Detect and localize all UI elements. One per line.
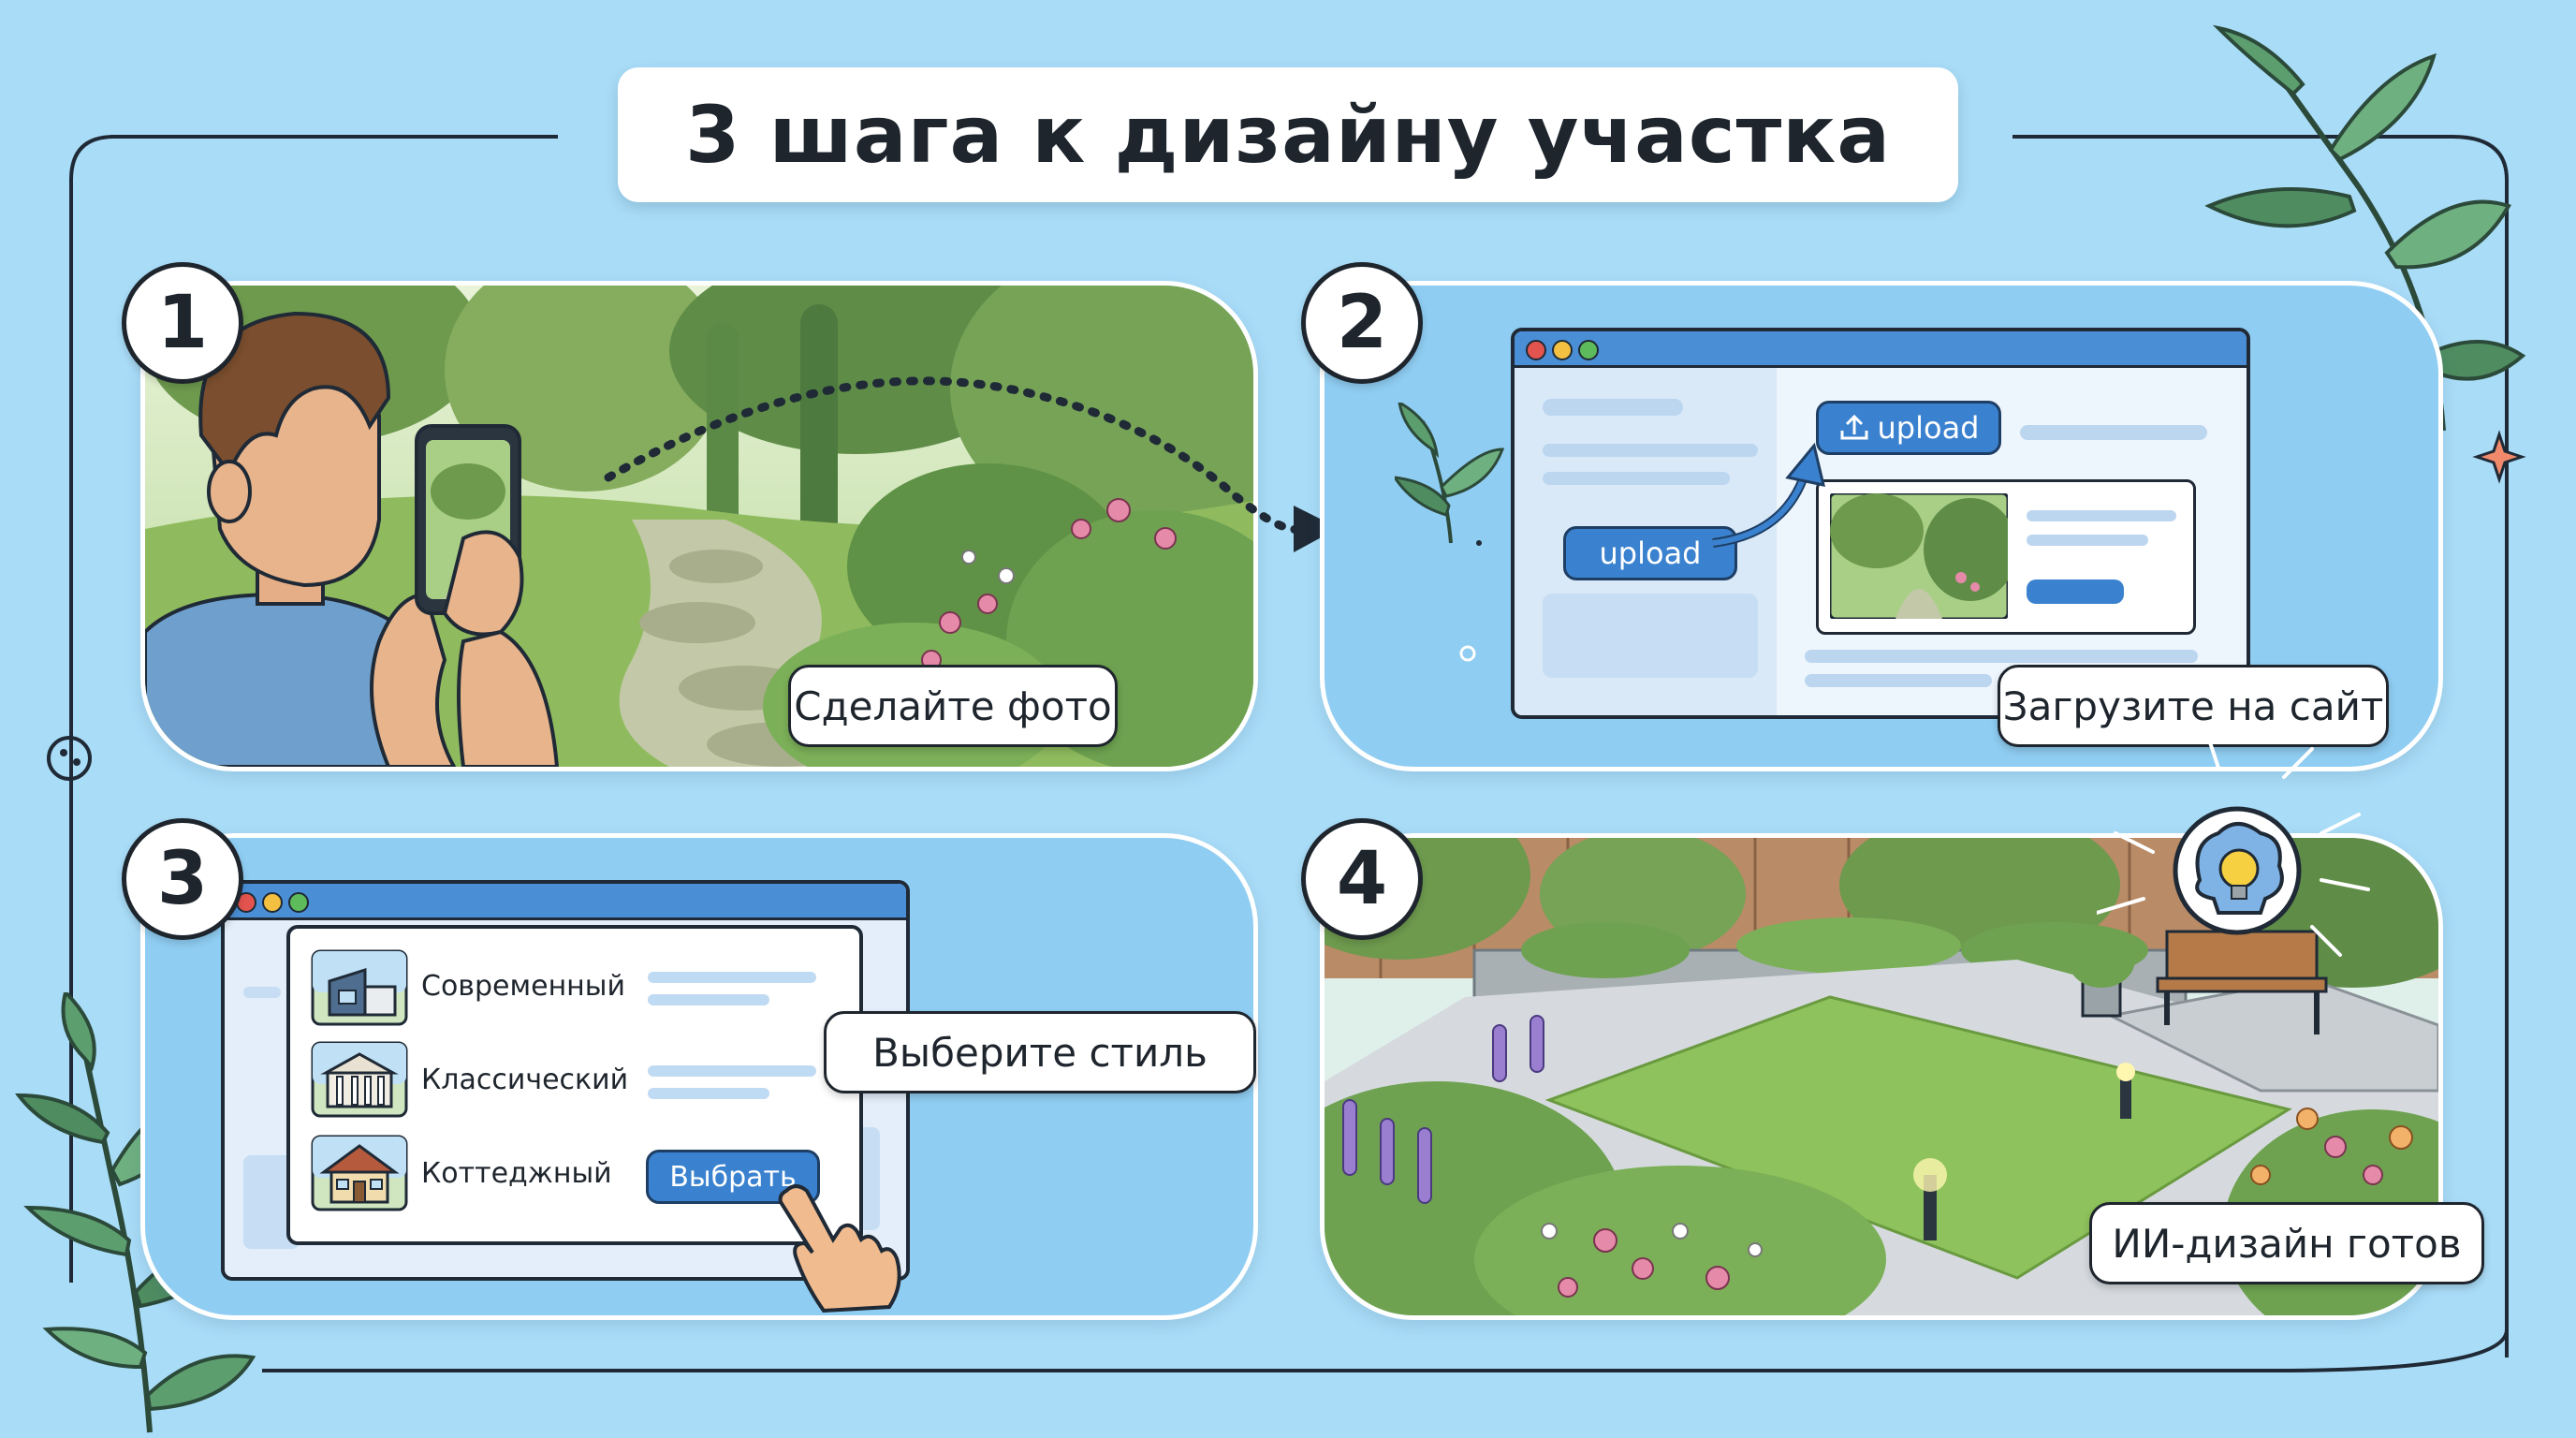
frame-top-left [110, 135, 558, 139]
style-label-cottage: Коттеджный [421, 1157, 612, 1190]
step-1-caption: Сделайте фото [788, 665, 1118, 747]
frame-left [69, 178, 73, 1283]
brain-lightbulb-icon [2097, 740, 2370, 957]
cottage-house-icon [311, 1135, 408, 1211]
step-number-1: 1 [122, 262, 243, 384]
step-4-caption: ИИ-дизайн готов [2089, 1202, 2484, 1284]
upload-button-top[interactable]: upload [1816, 401, 2001, 455]
classic-house-icon [311, 1041, 408, 1118]
sparkle-icon [1459, 645, 1476, 662]
step-number-4: 4 [1301, 818, 1423, 940]
upload-button-left[interactable]: upload [1563, 526, 1737, 580]
upload-icon [1840, 414, 1867, 440]
frame-top-right [2012, 135, 2452, 139]
flow-arrow [604, 376, 1339, 552]
leaf-icon [2204, 24, 2526, 432]
leaf-icon [1395, 403, 1505, 546]
hand-pointer-icon [778, 1184, 901, 1313]
modern-house-icon [311, 949, 408, 1026]
step-number-3: 3 [122, 818, 243, 940]
page-title: 3 шага к дизайну участка [684, 89, 1892, 181]
style-label-modern: Современный [421, 970, 625, 1003]
frame-bottom [262, 1369, 2275, 1372]
frame-right [2505, 178, 2509, 1357]
step-3-caption: Выберите стиль [824, 1011, 1256, 1093]
upload-arrow [1712, 442, 1826, 548]
title-box: 3 шага к дизайну участка [618, 67, 1958, 202]
step-number-2: 2 [1301, 262, 1423, 384]
browser-window [1511, 328, 2250, 719]
upload-preview-card [1816, 479, 2196, 635]
style-label-classic: Классический [421, 1064, 629, 1096]
browser-titlebar [1515, 331, 2247, 368]
step-2-caption: Загрузите на сайт [1998, 665, 2389, 747]
